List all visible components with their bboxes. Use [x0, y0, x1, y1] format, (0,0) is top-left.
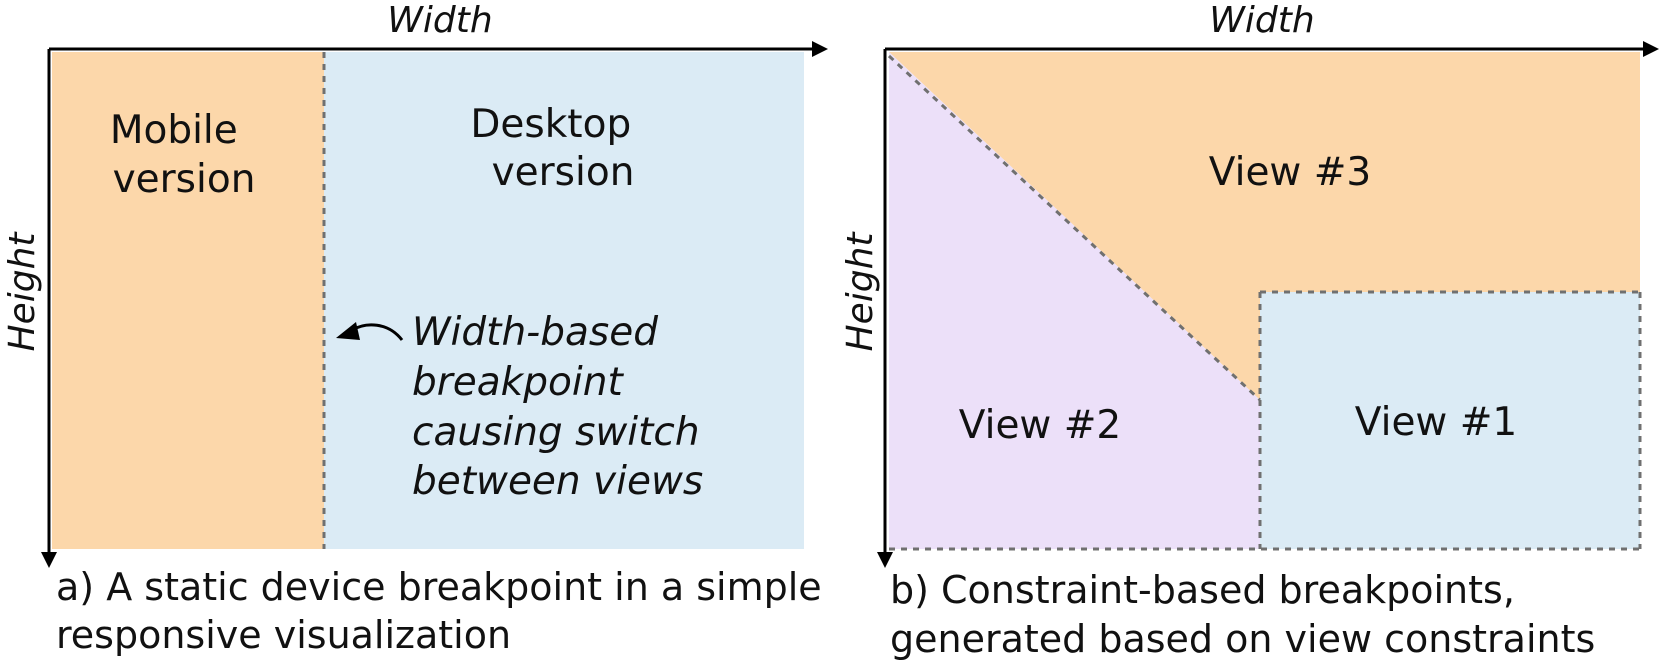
view3-label: View #3 — [1209, 150, 1371, 195]
annotation-arrowhead — [336, 322, 360, 340]
mobile-region — [52, 52, 324, 549]
y-axis-arrow-b — [877, 552, 893, 568]
desktop-label-line: Desktop — [470, 102, 631, 147]
y-axis-arrow-a — [41, 552, 57, 568]
mobile-label: Mobile version — [110, 108, 256, 202]
y-axis-label-b: Height — [840, 231, 881, 352]
panel-a: Width Height Mobile version Desktop vers… — [2, 0, 834, 657]
x-axis-label-b: Width — [1209, 0, 1314, 41]
x-axis-label-a: Width — [387, 0, 492, 41]
view1-label: View #1 — [1355, 400, 1517, 445]
mobile-label-line: version — [113, 157, 256, 202]
view3-region — [889, 52, 1640, 400]
caption-b: b) Constraint-based breakpoints, generat… — [890, 568, 1595, 661]
x-axis-arrow-a — [812, 41, 828, 57]
caption-line: responsive visualization — [56, 613, 511, 657]
caption-line: generated based on view constraints — [890, 617, 1595, 661]
annotation-line: between views — [412, 459, 703, 504]
y-axis-label-a: Height — [2, 231, 43, 352]
desktop-label: Desktop version — [470, 102, 643, 195]
annotation-line: breakpoint — [412, 360, 624, 405]
x-axis-arrow-b — [1643, 41, 1659, 57]
desktop-region — [324, 52, 804, 549]
annotation-line: Width-based — [412, 310, 658, 355]
caption-line: a) A static device breakpoint in a simpl… — [56, 565, 822, 609]
mobile-label-line: Mobile — [110, 108, 238, 153]
desktop-label-line: version — [492, 150, 635, 195]
caption-a: a) A static device breakpoint in a simpl… — [56, 565, 834, 657]
view2-label: View #2 — [959, 403, 1121, 448]
diagonal-breakpoint — [887, 54, 1262, 402]
annotation-line: causing switch — [412, 410, 700, 455]
view1-region — [1260, 292, 1640, 549]
caption-line: b) Constraint-based breakpoints, — [890, 568, 1515, 612]
panel-b: Width Height View #3 View #2 View #1 b) … — [840, 0, 1659, 661]
view2-region — [889, 52, 1260, 549]
breakpoint-annotation: Width-based breakpoint causing switch be… — [412, 310, 712, 504]
